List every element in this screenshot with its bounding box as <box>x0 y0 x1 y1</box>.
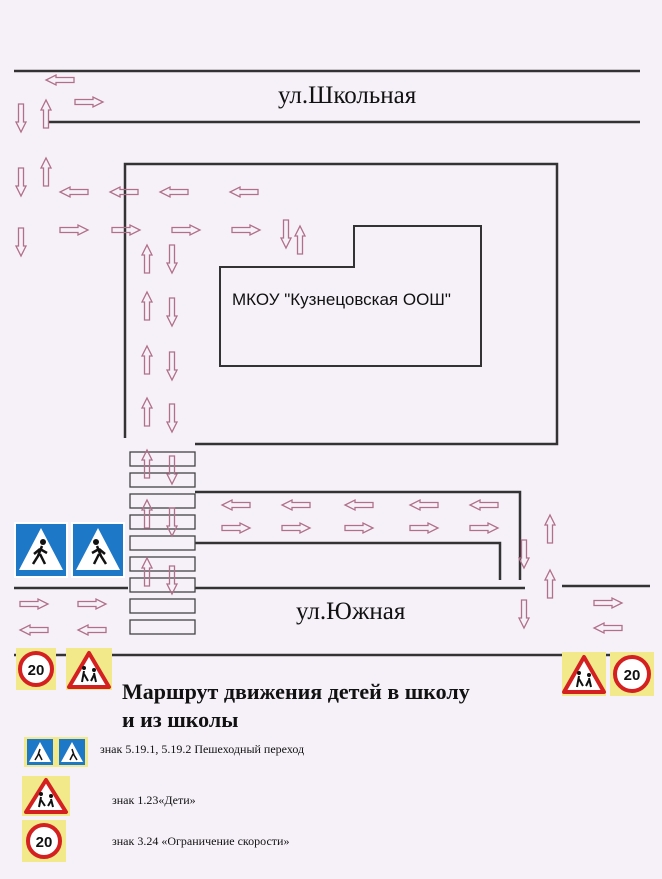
street-label-yuzhnaya: ул.Южная <box>296 598 406 625</box>
legend-children-icon <box>22 776 70 816</box>
svg-text:20: 20 <box>28 662 45 679</box>
svg-text:20: 20 <box>624 667 641 684</box>
speed-limit-icon: 20 <box>613 655 651 693</box>
street-label-shkolnaya: ул.Школьная <box>278 82 417 109</box>
legend-pedestrian-crossing-text: знак 5.19.1, 5.19.2 Пешеходный переход <box>100 742 305 756</box>
map-title-line2: и из школы <box>122 707 239 732</box>
children-warning-icon <box>67 651 111 689</box>
legend-children-text: знак 1.23«Дети» <box>112 793 196 807</box>
school-building <box>219 225 482 367</box>
legend-pedestrian-crossing-icon <box>24 737 88 767</box>
children-warning-icon <box>562 655 606 694</box>
legend-speed-limit-text: знак 3.24 «Ограничение скорости» <box>112 834 290 848</box>
legend-speed-limit-icon: 20 <box>22 820 66 862</box>
right-road-signs: 20 <box>562 652 654 696</box>
pedestrian-crossing-signs <box>14 522 125 578</box>
pedestrian-crossing-sign-icon <box>14 522 68 578</box>
pedestrian-crossing-sign-icon <box>71 522 125 578</box>
zebra-crossing <box>129 451 196 635</box>
svg-text:20: 20 <box>36 834 53 851</box>
map-title: Маршрут движения детей в школу и из школ… <box>122 678 582 734</box>
speed-limit-icon: 20 <box>18 651 54 687</box>
road-lines <box>14 69 650 657</box>
school-label: МКОУ "Кузнецовская ООШ" <box>232 290 451 309</box>
left-road-signs: 20 <box>16 648 112 690</box>
map-title-line1: Маршрут движения детей в школу <box>122 679 470 704</box>
